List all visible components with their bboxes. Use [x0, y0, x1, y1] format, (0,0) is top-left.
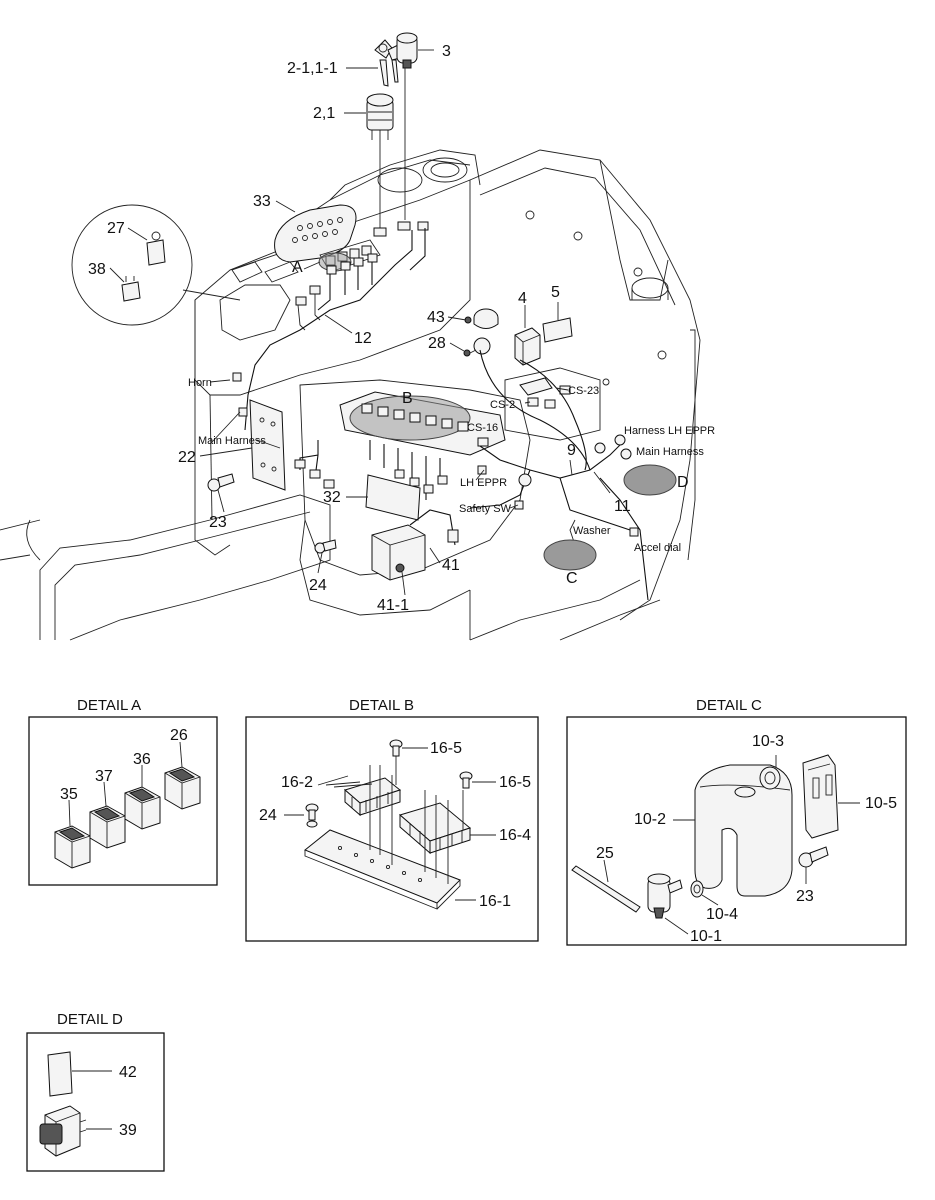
- washer-bracket: [802, 754, 839, 839]
- callout-41: 41: [442, 557, 460, 574]
- detail-c-callout-10-2: 10-2: [634, 811, 666, 828]
- detail-b-frame: [245, 716, 539, 942]
- detail-c-callout-10-5: 10-5: [865, 795, 897, 812]
- hose: [571, 865, 641, 913]
- bolt-23: [798, 846, 829, 868]
- rocker-switch-37: [89, 805, 126, 849]
- detail-a-title: DETAIL A: [77, 697, 141, 714]
- detail-c-marker: [543, 539, 597, 571]
- detail-c-callout-10-1: 10-1: [690, 928, 722, 945]
- callout-4: 4: [518, 290, 527, 307]
- callout-harness-lh-eppr: Harness LH EPPR: [624, 425, 715, 437]
- zoom-circle: [71, 204, 193, 326]
- callout-43: 43: [427, 309, 445, 326]
- detail-a-frame: [28, 716, 218, 886]
- detail-b-callout-16-4: 16-4: [499, 827, 531, 844]
- callout-3: 3: [442, 43, 451, 60]
- callout-24: 24: [309, 577, 327, 594]
- detail-b-callout-16-1: 16-1: [479, 893, 511, 910]
- callout-cs-2: CS-2: [490, 399, 515, 411]
- callout-38: 38: [88, 261, 106, 278]
- detail-d-callout-39: 39: [119, 1122, 137, 1139]
- callout-D: D: [677, 474, 689, 491]
- callout-main-harness-right: Main Harness: [636, 446, 704, 458]
- label-plate: [47, 1051, 73, 1097]
- rocker-switch-26: [164, 766, 201, 810]
- detail-c-callout-10-3: 10-3: [752, 733, 784, 750]
- callout-cs-16: CS-16: [467, 422, 498, 434]
- detail-d-marker: [623, 464, 677, 496]
- detail-d-frame: [26, 1032, 165, 1172]
- callout-22: 22: [178, 449, 196, 466]
- callout-lh-eppr: LH EPPR: [460, 477, 507, 489]
- callout-32: 32: [323, 489, 341, 506]
- callout-27: 27: [107, 220, 125, 237]
- detail-b-title: DETAIL B: [349, 697, 414, 714]
- callout-23: 23: [209, 514, 227, 531]
- detail-b-callout-16-5-right: 16-5: [499, 774, 531, 791]
- callout-C: C: [566, 570, 578, 587]
- detail-c-callout-10-4: 10-4: [706, 906, 738, 923]
- screw-16-5-top: [389, 739, 403, 757]
- callout-33: 33: [253, 193, 271, 210]
- detail-d-callout-42: 42: [119, 1064, 137, 1081]
- detail-a-callout-26: 26: [170, 727, 188, 744]
- detail-c-title: DETAIL C: [696, 697, 762, 714]
- detail-a-callout-37: 37: [95, 768, 113, 785]
- grommet: [690, 880, 704, 898]
- detail-c-callout-23: 23: [796, 888, 814, 905]
- callout-28: 28: [428, 335, 446, 352]
- callout-2-1: 2,1: [313, 105, 335, 122]
- detail-a-callout-35: 35: [60, 786, 78, 803]
- screw-16-5-right: [459, 771, 473, 789]
- callout-cs-23: CS-23: [568, 385, 599, 397]
- detail-c-frame: [566, 716, 907, 946]
- rocker-switch-36: [124, 786, 161, 830]
- detail-a: DETAIL A 26 37 3: [28, 697, 218, 886]
- detail-b-callout-24: 24: [259, 807, 277, 824]
- washer-cap: [759, 766, 781, 790]
- detail-d: DETAIL D 42 39: [26, 1011, 165, 1172]
- callout-main-harness-left: Main Harness: [198, 435, 266, 447]
- rocker-switch-35: [54, 825, 91, 869]
- callout-horn: Horn: [188, 377, 212, 389]
- callout-safety-sw: Safety SW: [459, 503, 512, 515]
- callout-washer: Washer: [573, 525, 611, 537]
- screw-24: [305, 803, 319, 828]
- detail-b: DETAIL B: [245, 697, 539, 942]
- detail-b-callout-16-2: 16-2: [281, 774, 313, 791]
- detail-c-callout-25: 25: [596, 845, 614, 862]
- callout-5: 5: [551, 284, 560, 301]
- detail-b-callout-16-5-top: 16-5: [430, 740, 462, 757]
- callout-11: 11: [614, 498, 631, 515]
- callout-A: A: [292, 259, 303, 276]
- callout-9: 9: [567, 442, 576, 459]
- callout-accel-dial: Accel dial: [634, 542, 681, 554]
- main-assembly: 2-1,1-1 3 2,1 33 27 38 A 12 43 4 5 28 B …: [0, 32, 715, 641]
- detail-a-callout-36: 36: [133, 751, 151, 768]
- washer-tank: [694, 764, 793, 897]
- callout-B: B: [402, 390, 413, 407]
- switch-39: [39, 1105, 87, 1157]
- washer-pump: [647, 873, 683, 919]
- callout-41-1: 41-1: [377, 597, 409, 614]
- detail-d-title: DETAIL D: [57, 1011, 123, 1028]
- callout-12: 12: [354, 330, 372, 347]
- callout-2-1-1-1: 2-1,1-1: [287, 60, 338, 77]
- detail-c: DETAIL C: [566, 697, 907, 946]
